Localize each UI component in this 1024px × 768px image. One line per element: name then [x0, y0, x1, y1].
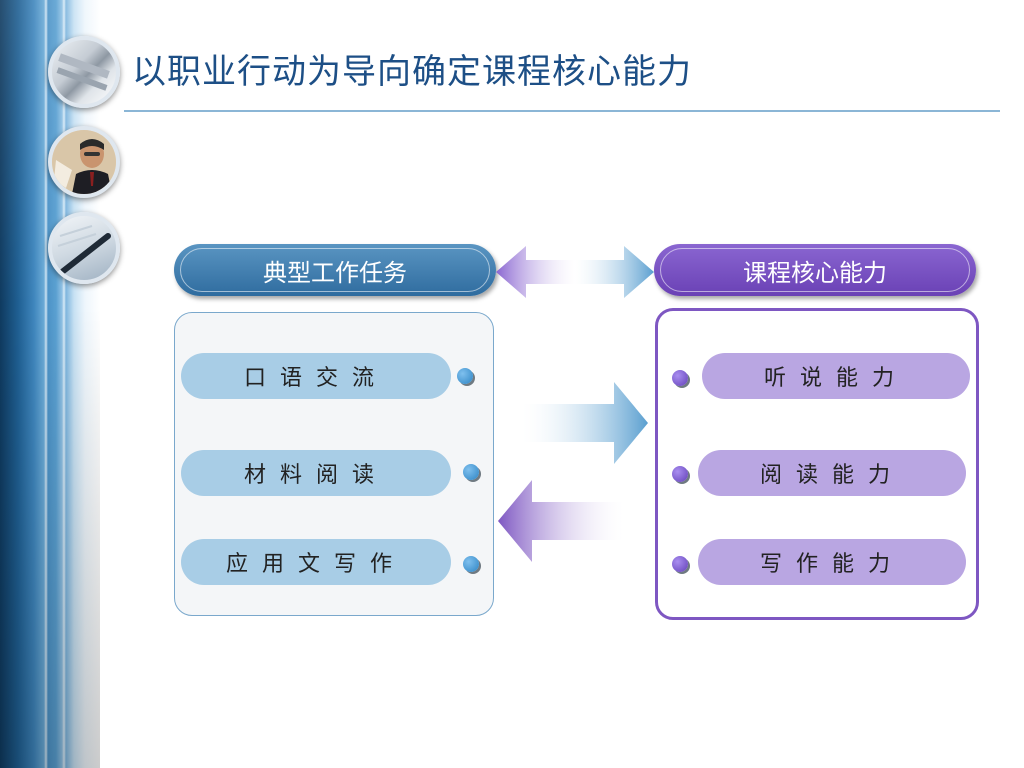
- photo-keyboard: [48, 36, 120, 108]
- header-core-abilities-label: 课程核心能力: [743, 258, 887, 287]
- page-title: 以职业行动为导向确定课程核心能力: [132, 52, 692, 92]
- bullet-icon: [463, 464, 479, 480]
- ability-item-reading: 阅读能力: [698, 450, 966, 496]
- ability-item-listening-speaking: 听说能力: [702, 353, 970, 399]
- pen-image: [57, 225, 111, 275]
- ability-item-label: 阅读能力: [759, 463, 904, 488]
- ability-item-label: 写作能力: [759, 552, 904, 577]
- task-item-writing: 应用文写作: [181, 539, 451, 585]
- keyboard-image: [56, 53, 110, 91]
- bullet-icon: [672, 556, 688, 572]
- header-typical-tasks: 典型工作任务: [174, 244, 496, 296]
- task-item-label: 口语交流: [243, 366, 388, 391]
- ability-item-label: 听说能力: [763, 366, 908, 391]
- ability-item-writing: 写作能力: [698, 539, 966, 585]
- bullet-icon: [463, 556, 479, 572]
- task-item-label: 应用文写作: [225, 552, 406, 577]
- double-arrow-icon: [496, 246, 654, 298]
- sidebar-shading: [0, 0, 100, 768]
- header-core-abilities: 课程核心能力: [654, 244, 976, 296]
- businessman-image: [52, 130, 116, 194]
- bullet-icon: [672, 466, 688, 482]
- photo-pen: [48, 212, 120, 284]
- bullet-icon: [457, 368, 473, 384]
- task-item-reading: 材料阅读: [181, 450, 451, 496]
- right-arrow-icon: [522, 382, 648, 464]
- bullet-icon: [672, 370, 688, 386]
- header-typical-tasks-label: 典型工作任务: [263, 258, 407, 287]
- title-divider: [124, 110, 1000, 112]
- photo-businessman: [48, 126, 120, 198]
- task-item-oral: 口语交流: [181, 353, 451, 399]
- left-arrow-icon: [498, 480, 624, 562]
- task-item-label: 材料阅读: [243, 463, 388, 488]
